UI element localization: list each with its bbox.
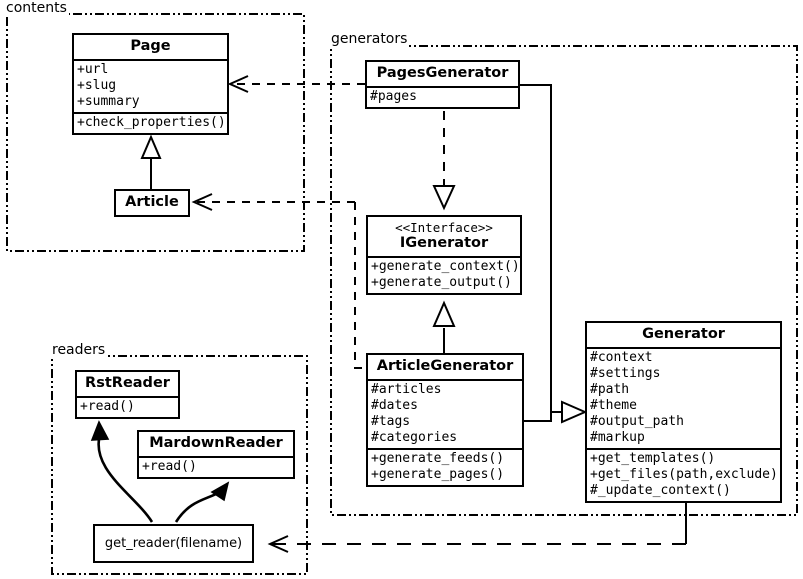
relationship-pagesgenerator-to-igenerator [432, 111, 456, 211]
attribute: #pages [370, 88, 417, 104]
method: #_update_context() [590, 482, 731, 498]
method: +generate_output() [371, 274, 512, 290]
attribute: +summary [77, 93, 140, 109]
relationship-getreader-to-mardownreader [174, 481, 230, 523]
attribute: #output_path [590, 413, 684, 429]
class-articlegenerator[interactable]: ArticleGenerator #articles #dates #tags … [366, 353, 524, 487]
class-mardownreader-title: MardownReader [149, 435, 283, 451]
class-rstreader-title: RstReader [85, 375, 170, 391]
class-rstreader-methods: +read() [77, 395, 178, 417]
method: +generate_feeds() [371, 450, 505, 466]
relationship-article-to-page [140, 134, 162, 190]
class-igenerator-name: IGenerator [399, 235, 489, 251]
class-pagesgenerator-title: PagesGenerator [376, 65, 509, 81]
class-igenerator[interactable]: <<Interface>> IGenerator +generate_conte… [366, 215, 522, 295]
class-page-methods: +check_properties() [74, 111, 227, 133]
attribute: #settings [590, 365, 661, 381]
relationship-pagesgenerator-to-generator [519, 84, 562, 413]
relationship-articlegenerator-to-igenerator [432, 300, 456, 353]
attribute: #articles [371, 381, 442, 397]
class-generator-methods: +get_templates() +get_files(path,exclude… [587, 447, 780, 501]
class-article-title: Article [125, 194, 179, 210]
attribute: #markup [590, 429, 645, 445]
attribute: #path [590, 381, 630, 397]
package-label-contents: contents [4, 0, 69, 16]
class-articlegenerator-attributes: #articles #dates #tags #categories [368, 378, 522, 448]
attribute: #tags [371, 413, 411, 429]
function-get-reader-label: get_reader(filename) [104, 536, 243, 551]
attribute: #dates [371, 397, 418, 413]
method: +generate_pages() [371, 466, 505, 482]
class-page-attributes: +url +slug +summary [74, 58, 227, 112]
relationship-generator-to-getreader [267, 502, 687, 553]
class-page[interactable]: Page +url +slug +summary +check_properti… [72, 33, 229, 135]
attribute: #context [590, 349, 653, 365]
method: +get_templates() [590, 450, 716, 466]
class-igenerator-stereotype: <<Interface>> [395, 220, 493, 235]
class-article[interactable]: Article [114, 189, 190, 217]
method: +check_properties() [77, 114, 226, 130]
class-generator-attributes: #context #settings #path #theme #output_… [587, 346, 780, 448]
attribute: +slug [77, 77, 117, 93]
relationship-pagesgenerator-to-page [227, 75, 365, 93]
class-rstreader[interactable]: RstReader +read() [75, 370, 180, 419]
class-mardownreader[interactable]: MardownReader +read() [137, 430, 295, 479]
attribute: #categories [371, 429, 458, 445]
class-igenerator-methods: +generate_context() +generate_output() [368, 255, 520, 293]
class-articlegenerator-title: ArticleGenerator [376, 358, 514, 374]
class-generator[interactable]: Generator #context #settings #path #them… [585, 321, 782, 503]
relationship-articlegenerator-to-generator [524, 400, 588, 424]
package-label-readers: readers [50, 342, 108, 358]
class-articlegenerator-methods: +generate_feeds() +generate_pages() [368, 447, 522, 485]
class-igenerator-title: <<Interface>> IGenerator [368, 217, 520, 256]
attribute: #theme [590, 397, 637, 413]
method: +get_files(path,exclude) [590, 466, 778, 482]
attribute: +url [77, 61, 109, 77]
class-mardownreader-methods: +read() [139, 455, 293, 477]
package-label-generators: generators [329, 31, 410, 47]
function-get-reader[interactable]: get_reader(filename) [93, 524, 254, 563]
class-page-title: Page [130, 38, 171, 54]
class-pagesgenerator[interactable]: PagesGenerator #pages [365, 60, 520, 109]
class-pagesgenerator-attributes: #pages [367, 85, 518, 107]
class-generator-title: Generator [642, 326, 725, 342]
method: +read() [80, 398, 135, 414]
method: +generate_context() [371, 258, 520, 274]
relationship-articlegenerator-to-article [191, 193, 366, 369]
method: +read() [142, 458, 197, 474]
